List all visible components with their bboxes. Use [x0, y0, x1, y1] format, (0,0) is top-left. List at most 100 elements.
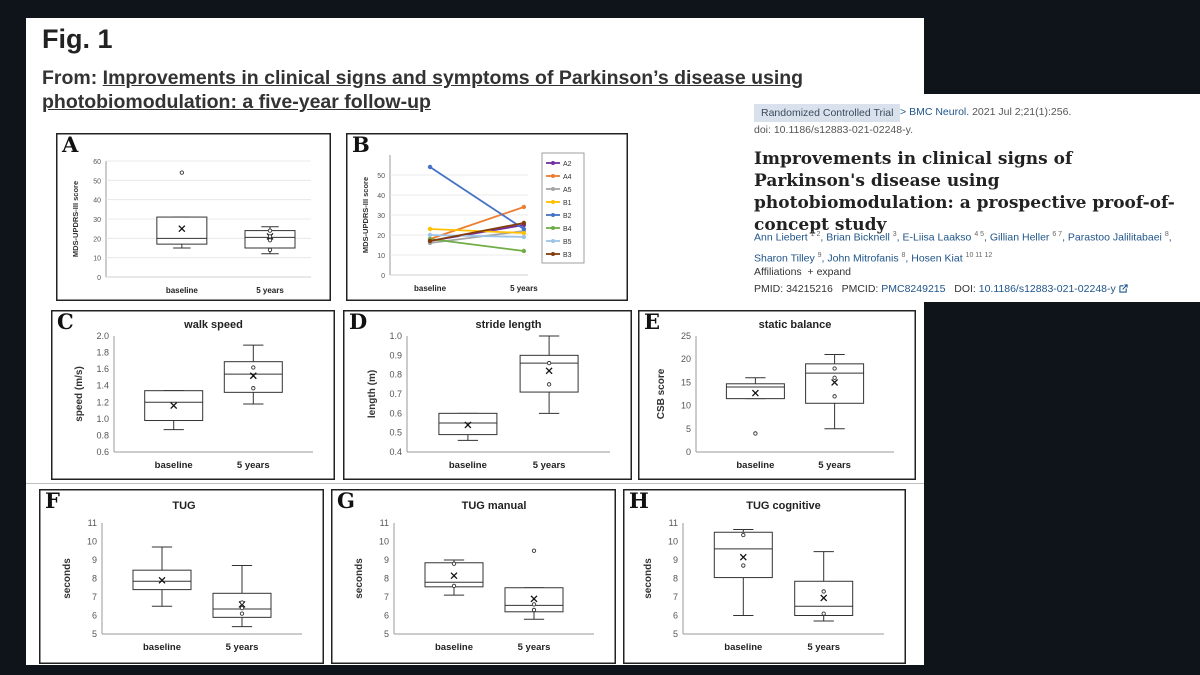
chart-title: static balance [759, 319, 832, 331]
chart-title: walk speed [183, 319, 243, 331]
series-line [429, 228, 524, 234]
y-axis-label: speed (m/s) [74, 366, 85, 422]
y-tick-label: 1.0 [96, 414, 109, 424]
data-point [821, 611, 826, 616]
y-axis-label: seconds [62, 558, 73, 599]
panel-label: F [45, 489, 60, 513]
y-tick-label: 1.4 [96, 381, 109, 391]
data-point [531, 548, 537, 553]
data-point [531, 602, 537, 607]
y-tick-label: 10 [668, 537, 678, 547]
doi-link[interactable]: 10.1186/s12883-021-02248-y [978, 283, 1116, 295]
x-tick-label: baseline [736, 460, 774, 471]
series-point [427, 226, 433, 232]
author-link[interactable]: Sharon Tilley [754, 252, 815, 264]
x-tick-label: 5 years [510, 284, 538, 293]
mean-marker [158, 576, 166, 584]
chart-title: TUG cognitive [746, 500, 821, 512]
y-tick-label: 0.9 [389, 350, 402, 360]
y-axis-label: CSB score [656, 368, 667, 419]
author-link[interactable]: Ann Liebert [754, 231, 808, 244]
y-tick-label: 0.5 [389, 428, 402, 438]
chevron-right-icon: > [900, 106, 907, 118]
y-tick-label: 9 [384, 555, 389, 565]
author-affiliation-ref: 8 [1164, 231, 1169, 238]
x-tick-label: 5 years [237, 460, 270, 471]
source-article-link[interactable]: Improvements in clinical signs and sympt… [42, 67, 804, 113]
y-tick-label: 5 [686, 424, 691, 434]
legend-swatch-dot [551, 187, 555, 191]
journal-link[interactable]: BMC Neurol. [909, 106, 970, 118]
y-tick-label: 11 [88, 518, 97, 528]
y-tick-label: 1.2 [96, 397, 109, 407]
data-point [546, 382, 552, 387]
box-iqr [519, 354, 579, 393]
author-link[interactable]: Hosen Kiat [911, 252, 963, 264]
mean-marker [249, 372, 257, 380]
panel-label: E [644, 310, 660, 334]
legend-label: B2 [563, 213, 572, 220]
y-tick-label: 0 [686, 447, 691, 457]
legend-label: B1 [563, 200, 572, 207]
legend-label: A2 [563, 161, 572, 168]
data-point [821, 589, 826, 594]
author-link[interactable]: John Mitrofanis [827, 252, 899, 264]
pmid-value: 34215216 [786, 283, 833, 295]
article-title: Improvements in clinical signs of Parkin… [754, 149, 1175, 235]
legend-swatch-dot [551, 200, 555, 204]
y-tick-label: 0.8 [96, 430, 109, 440]
panel-label: B [352, 133, 370, 157]
x-tick-label: baseline [414, 284, 447, 293]
data-point [741, 563, 746, 568]
mean-marker [170, 402, 178, 410]
author-link[interactable]: Parastoo Jalilitabaei [1067, 231, 1162, 244]
series-point [521, 204, 527, 210]
author-link[interactable]: Brian Bicknell [826, 231, 890, 244]
data-point [451, 583, 457, 589]
author-affiliation-ref: 8 [901, 251, 906, 259]
data-point [832, 366, 837, 371]
y-tick-label: 0.6 [389, 408, 402, 418]
series-point [427, 164, 433, 170]
author-link[interactable]: E-Liisa Laakso [902, 231, 972, 244]
panel-label: D [349, 310, 367, 334]
expand-button[interactable]: + expand [807, 266, 852, 278]
panel-label: H [629, 489, 649, 513]
chart-title: TUG manual [462, 500, 527, 512]
y-tick-label: 0.6 [96, 447, 109, 457]
y-tick-label: 6 [384, 611, 389, 621]
y-tick-label: 10 [681, 401, 691, 411]
author-link[interactable]: Gillian Heller [989, 231, 1050, 244]
external-link-icon[interactable] [1119, 284, 1128, 293]
legend-label: B3 [563, 252, 572, 259]
y-tick-label: 7 [384, 592, 389, 602]
y-tick-label: 5 [673, 629, 678, 639]
x-tick-label: baseline [724, 642, 762, 653]
panel-border [343, 310, 632, 480]
mean-marker [831, 378, 839, 386]
box-iqr [438, 412, 498, 436]
mean-marker [178, 225, 186, 233]
x-tick-label: 5 years [807, 642, 840, 653]
x-tick-label: 5 years [226, 642, 259, 653]
author-affiliation-ref: 6 7 [1052, 231, 1063, 238]
article-summary: Randomized Controlled Trial > BMC Neurol… [740, 94, 1200, 302]
box-iqr [156, 216, 208, 245]
y-tick-label: 7 [92, 592, 97, 602]
y-axis-label: seconds [643, 558, 654, 599]
y-tick-label: 25 [681, 331, 691, 341]
x-tick-label: baseline [449, 460, 487, 471]
legend-label: B4 [563, 226, 572, 233]
x-tick-label: 5 years [256, 286, 284, 295]
panel-label: C [57, 310, 74, 334]
box-iqr [725, 383, 785, 400]
data-point [546, 360, 552, 366]
pmcid-link[interactable]: PMC8249215 [881, 283, 946, 295]
data-point [239, 600, 245, 605]
data-point [239, 611, 245, 616]
